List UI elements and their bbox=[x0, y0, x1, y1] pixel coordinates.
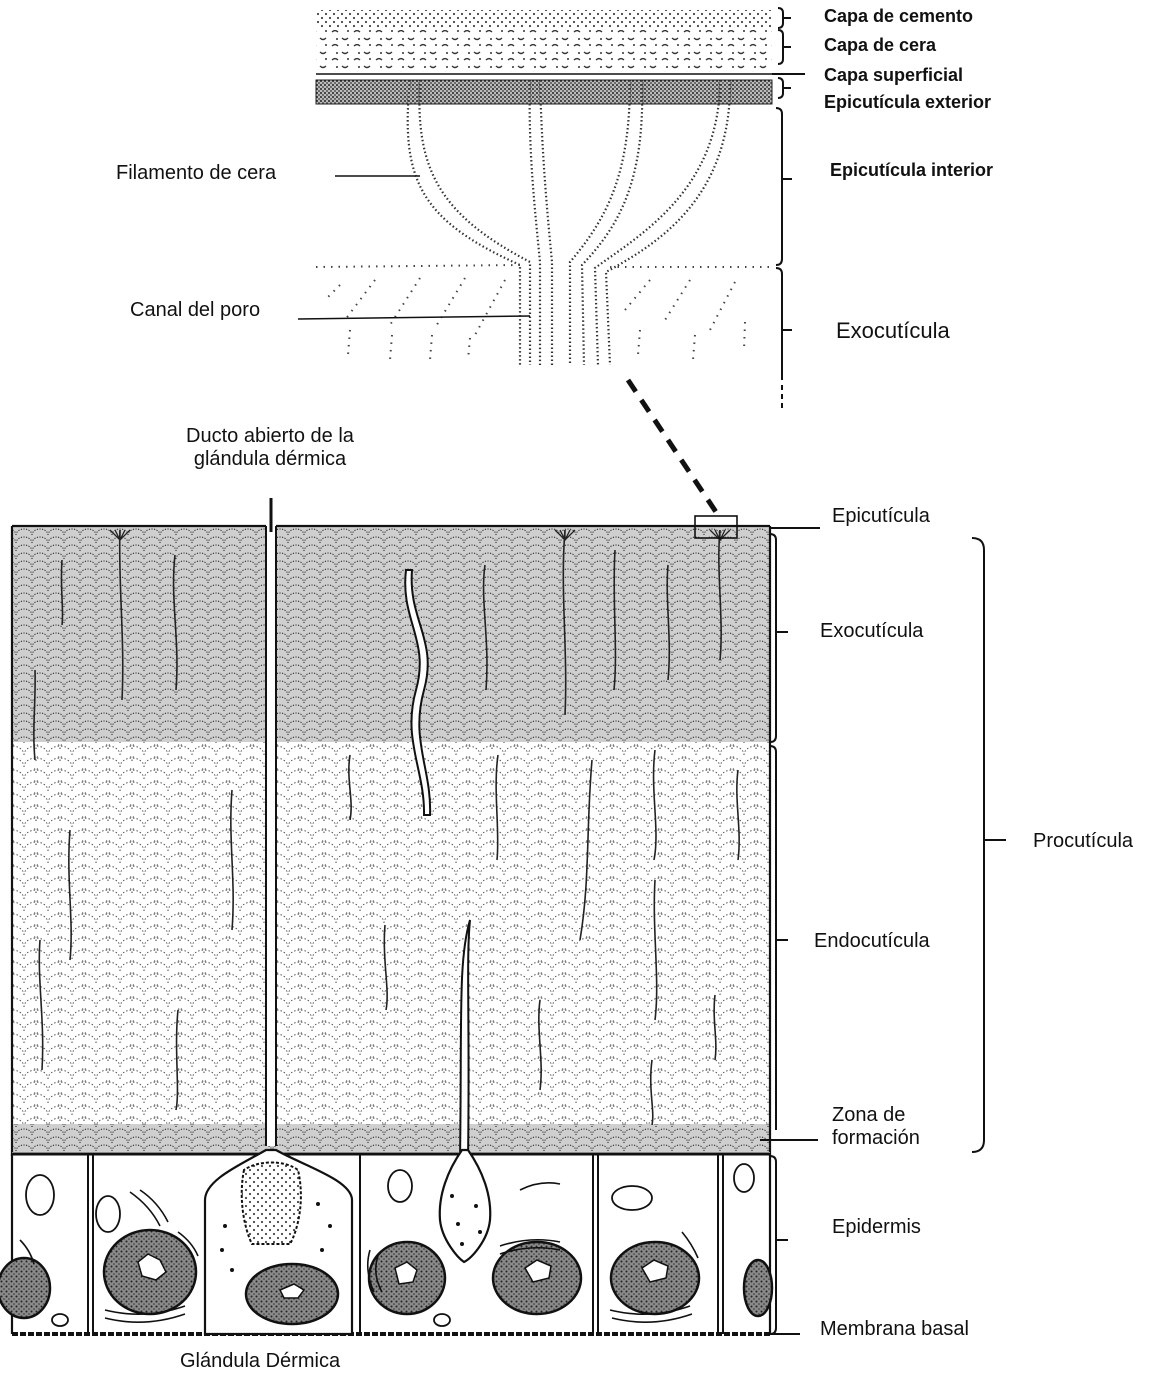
wax-filaments bbox=[408, 80, 730, 365]
outer-epicuticle-layer bbox=[316, 80, 772, 104]
wax-layer bbox=[316, 30, 772, 72]
label-ducto-line2: glándula dérmica bbox=[160, 448, 380, 471]
label-epicuticula-exterior: Epicutícula exterior bbox=[824, 92, 991, 113]
label-capa-superficial: Capa superficial bbox=[824, 65, 963, 86]
zoom-connector bbox=[628, 380, 716, 512]
label-filamento-cera: Filamento de cera bbox=[116, 162, 276, 185]
label-endocuticula: Endocutícula bbox=[814, 930, 930, 953]
pore-canal-leader bbox=[298, 316, 530, 319]
label-exocuticula: Exocutícula bbox=[820, 620, 923, 643]
label-epicuticula: Epicutícula bbox=[832, 505, 930, 528]
label-procuticula: Procutícula bbox=[1033, 830, 1133, 853]
label-membrana-basal: Membrana basal bbox=[820, 1318, 969, 1341]
gland-duct bbox=[266, 526, 276, 1146]
detail-brackets bbox=[772, 8, 805, 412]
exocuticle-region bbox=[12, 526, 770, 742]
gland-reservoir bbox=[242, 1163, 301, 1245]
label-canal-poro: Canal del poro bbox=[130, 299, 260, 322]
label-zona-line2: formación bbox=[832, 1127, 920, 1150]
label-epicuticula-interior: Epicutícula interior bbox=[830, 160, 993, 181]
cement-layer bbox=[316, 10, 772, 28]
formation-zone bbox=[12, 1124, 770, 1154]
label-exocuticula-detalle: Exocutícula bbox=[836, 318, 950, 343]
label-zona-formacion: Zona de formación bbox=[832, 1104, 920, 1150]
label-ducto-line1: Ducto abierto de la bbox=[160, 425, 380, 448]
label-glandula-dermica: Glándula Dérmica bbox=[180, 1350, 340, 1373]
label-zona-line1: Zona de bbox=[832, 1104, 920, 1127]
label-capa-cera: Capa de cera bbox=[824, 35, 936, 56]
label-ducto-glandula: Ducto abierto de la glándula dérmica bbox=[160, 425, 380, 471]
endocuticle-region bbox=[12, 742, 770, 1132]
label-capa-cemento: Capa de cemento bbox=[824, 6, 973, 27]
label-epidermis: Epidermis bbox=[832, 1216, 921, 1239]
detail-inset bbox=[298, 8, 805, 412]
detail-exocuticle-texture bbox=[316, 265, 772, 360]
